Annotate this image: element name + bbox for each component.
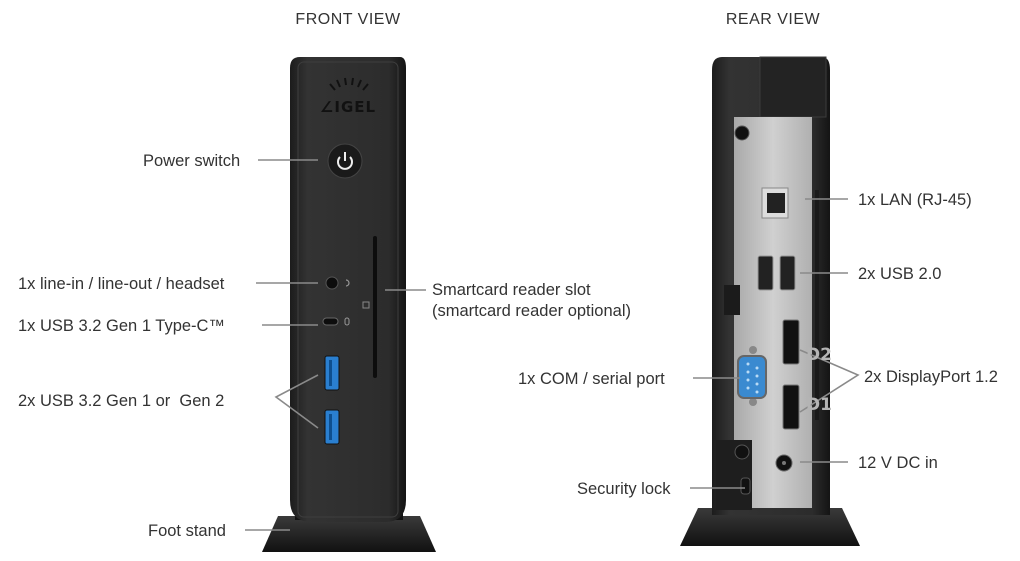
label-power-switch: Power switch (143, 152, 240, 170)
usb2-port-2 (779, 255, 796, 291)
label-security-lock: Security lock (577, 480, 671, 498)
audio-jack (325, 276, 339, 290)
label-dc-in: 12 V DC in (858, 454, 938, 472)
svg-text:∠IGEL: ∠IGEL (320, 98, 376, 116)
label-usb2: 2x USB 2.0 (858, 265, 941, 283)
rear-device (680, 56, 860, 546)
smartcard-slot (373, 236, 377, 378)
label-usb-c: 1x USB 3.2 Gen 1 Type-C™ (18, 317, 225, 335)
power-icon (337, 152, 353, 170)
leader-line-usb3 (274, 374, 319, 429)
igel-logo: ∠IGEL (320, 77, 376, 116)
rear-foot-stand (680, 508, 860, 546)
label-usb3: 2x USB 3.2 Gen 1 or Gen 2 (18, 392, 224, 410)
front-device: ∠IGEL (262, 57, 436, 552)
label-d1: D1 (806, 395, 832, 415)
security-lock-slot (740, 477, 751, 495)
displayport-1 (782, 384, 800, 430)
usb-c-port (322, 317, 339, 326)
label-audio-jack: 1x line-in / line-out / headset (18, 275, 225, 293)
front-foot-stand (262, 516, 436, 552)
usb2-port-1 (757, 255, 774, 291)
label-lan: 1x LAN (RJ-45) (858, 191, 972, 209)
label-foot-stand: Foot stand (148, 522, 226, 540)
displayport-2 (782, 319, 800, 365)
front-view-title: FRONT VIEW (295, 11, 401, 28)
label-displayport: 2x DisplayPort 1.2 (864, 368, 998, 386)
label-smartcard: Smartcard reader slot (432, 281, 591, 299)
leader-line-displayport (799, 349, 860, 413)
rear-view-title: REAR VIEW (726, 11, 821, 28)
label-smartcard-note: (smartcard reader optional) (432, 302, 631, 320)
label-com: 1x COM / serial port (518, 370, 665, 388)
com-port (737, 355, 767, 399)
label-d2: D2 (806, 345, 832, 365)
